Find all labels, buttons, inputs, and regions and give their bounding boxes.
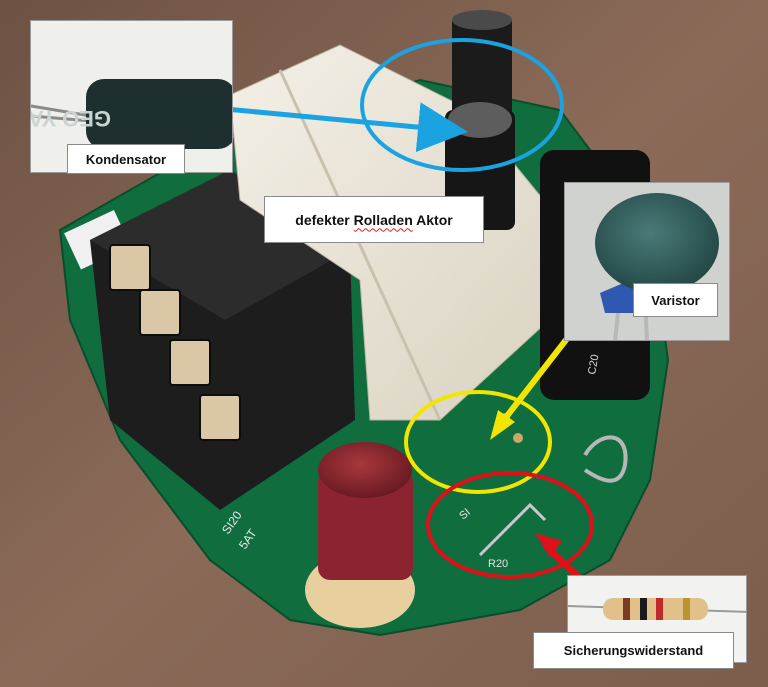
blue-highlight-circle xyxy=(360,38,564,172)
label-defekt-suffix: Aktor xyxy=(412,211,453,228)
fuse xyxy=(305,442,415,628)
varistor-icon xyxy=(595,193,719,340)
resistor-lead xyxy=(478,502,547,557)
solder-pad xyxy=(513,433,523,443)
label-defekter-rolladen-aktor: defekter Rolladen Aktor xyxy=(264,196,484,243)
label-kondensator: Kondensator xyxy=(67,144,185,174)
label-sicherungswiderstand: Sicherungswiderstand xyxy=(533,632,734,669)
label-varistor: Varistor xyxy=(633,283,718,317)
capacitor-brand-text: GEO YAGEO xyxy=(31,106,111,131)
red-highlight-circle xyxy=(426,471,594,579)
capacitor-icon: GEO YAGEO xyxy=(31,79,232,149)
blue-arrow xyxy=(214,102,468,153)
label-defekt-wavy: Rolladen xyxy=(353,211,413,228)
yellow-highlight-circle xyxy=(404,390,552,494)
yellow-arrow-head xyxy=(490,410,515,440)
pcb-c20-label: C20 xyxy=(586,354,601,376)
red-arrow-head xyxy=(535,533,562,557)
pcb-r20-label: R20 xyxy=(488,558,508,570)
wire-loop xyxy=(583,435,628,483)
varistor-inset-photo xyxy=(564,182,730,341)
label-defekt-prefix: defekter xyxy=(295,211,354,228)
resistor-icon xyxy=(568,598,746,620)
